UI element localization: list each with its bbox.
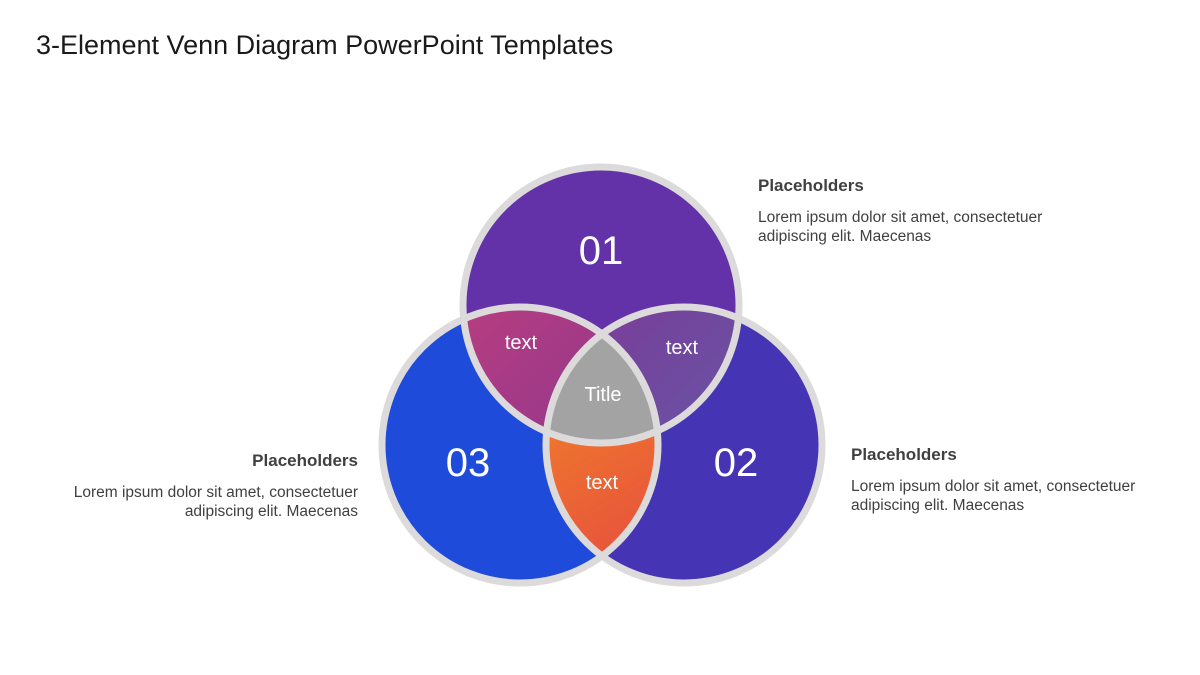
callout-body-line: adipiscing elit. Maecenas [758,228,932,245]
callout-02: Placeholders Lorem ipsum dolor sit amet,… [851,445,1191,515]
callout-03: Placeholders Lorem ipsum dolor sit amet,… [18,451,358,521]
callout-body-line: Lorem ipsum dolor sit amet, consectetuer [851,478,1136,495]
callout-body: Lorem ipsum dolor sit amet, consectetuer… [851,477,1191,515]
callout-body-line: adipiscing elit. Maecenas [851,497,1025,514]
callout-heading: Placeholders [252,451,358,470]
callout-heading: Placeholders [851,445,957,464]
circle-03-number: 03 [446,441,491,485]
venn-outlines [378,163,826,587]
callout-body-line: Lorem ipsum dolor sit amet, consectetuer [758,209,1043,226]
circle-01-number: 01 [579,229,624,273]
callout-body-line: adipiscing elit. Maecenas [184,503,358,520]
callout-body: Lorem ipsum dolor sit amet, consectetuer… [18,483,358,521]
overlap-center [546,307,658,443]
callout-body-line: Lorem ipsum dolor sit amet, consectetuer [73,484,358,501]
overlap-bottom-label: text [586,472,619,494]
overlap-top-right-label: text [666,337,699,359]
callout-body: Lorem ipsum dolor sit amet, consectetuer… [758,208,1098,246]
overlap-top-left-label: text [505,332,538,354]
overlap-center-label: Title [584,384,621,406]
circle-02-number: 02 [714,441,759,485]
callout-heading: Placeholders [758,176,864,195]
callout-01: Placeholders Lorem ipsum dolor sit amet,… [758,176,1098,246]
page-title: 3-Element Venn Diagram PowerPoint Templa… [36,30,614,60]
